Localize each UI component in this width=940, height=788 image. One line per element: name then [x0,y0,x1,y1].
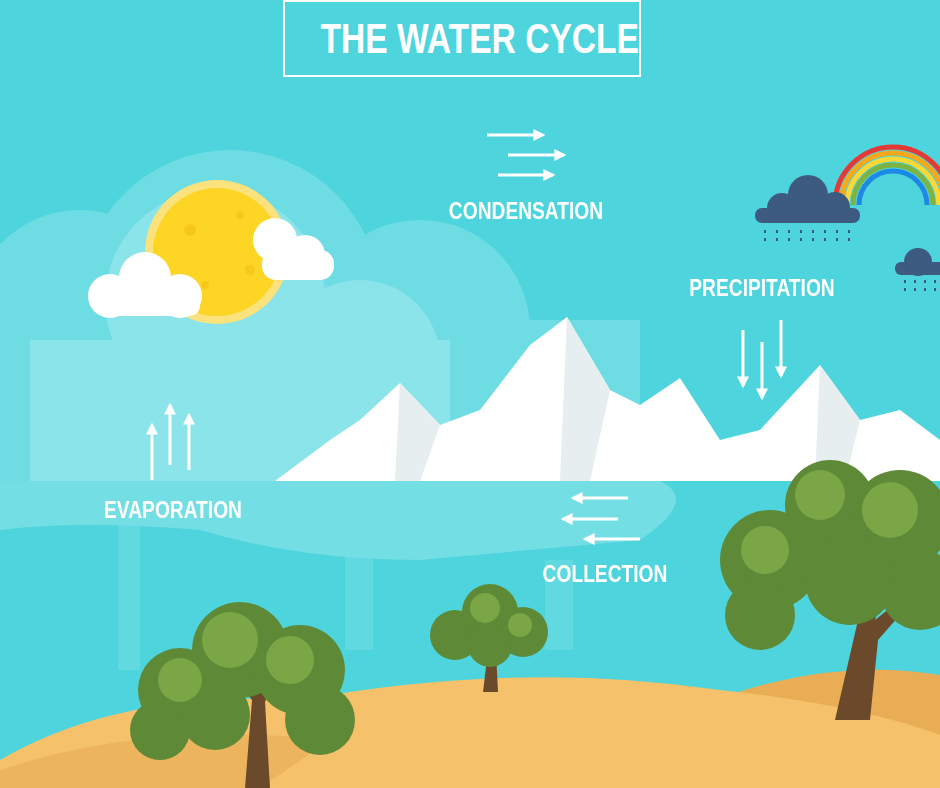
diagram-title: THE WATER CYCLE [320,18,604,60]
process-arrows [152,135,781,539]
process-label: CONDENSATION [449,199,603,223]
title-box: THE WATER CYCLE [283,0,642,77]
rain-clouds [755,175,940,276]
water-reflections [0,481,676,670]
left-tree [130,602,355,788]
mountains [275,317,940,481]
process-label: COLLECTION [543,562,668,586]
rainbow [835,147,940,205]
process-label: EVAPORATION [104,498,242,522]
middle-tree [430,584,548,692]
right-tree [720,460,940,720]
white-clouds [88,218,334,318]
process-label: PRECIPITATION [689,276,834,300]
mountain-shading [395,317,860,481]
